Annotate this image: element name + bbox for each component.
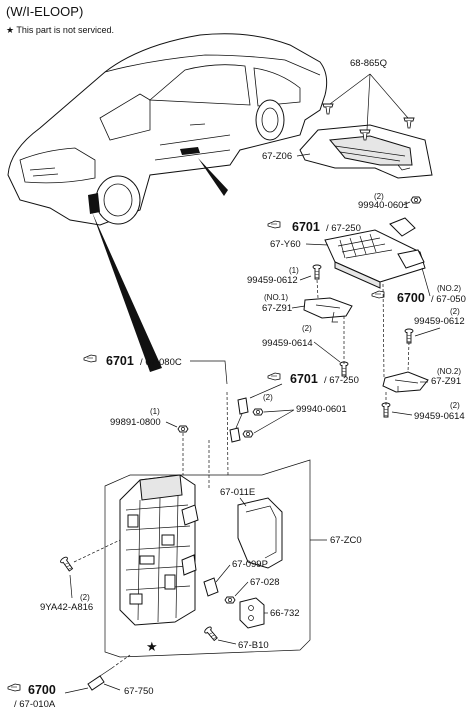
star-icon: ★ (146, 639, 158, 654)
bolt-99459-0612-right (404, 328, 414, 344)
clip-68-865Q-1 (322, 103, 334, 115)
reference-arrow-6701-mid2 (267, 372, 281, 381)
bolt-99459-0614-left (339, 361, 349, 377)
not-serviced-note-text: This part is not serviced. (16, 25, 114, 35)
terminal-connector (229, 397, 249, 443)
bolt-67-B10 (203, 625, 220, 643)
pointer-lower-to-module (92, 212, 162, 372)
bolt-99459-0614-right (381, 402, 391, 418)
tag-67-Z91-no1: (NO.1) (264, 293, 288, 302)
car-illustration (7, 33, 328, 226)
bolt-9YA42-A816 (59, 555, 75, 573)
tag-67-Z91-no2: (NO.2) (437, 367, 461, 376)
reference-arrow-6701-top (267, 220, 281, 229)
ref-6701-mid2: 6701 (290, 372, 318, 386)
label-99940-0601-mid: 99940-0601 (296, 404, 347, 415)
qty-99891-0800: (1) (150, 407, 160, 416)
nut-67-028 (224, 596, 236, 604)
label-67-750: 67-750 (124, 686, 154, 697)
diagram-title: (W/I-ELOOP) (6, 4, 84, 19)
ref-6700-right-sub: / 67-050 (431, 294, 466, 305)
label-99459-0612-right: 99459-0612 (414, 316, 465, 327)
part-67-011E-cover (237, 497, 283, 569)
part-67-099P (203, 577, 219, 597)
label-67-Y60: 67-Y60 (270, 239, 301, 250)
part-fuse-block-module (119, 474, 199, 626)
label-67-Z06: 67-Z06 (262, 151, 292, 162)
nut-99940-0601-mid-1 (252, 408, 264, 416)
label-99940-0601-top: 99940-0601 (358, 200, 409, 211)
label-66-732: 66-732 (270, 608, 300, 619)
ref-6700-bottom: 6700 (28, 683, 56, 697)
ref-6701-top-sub: / 67-250 (326, 223, 361, 234)
ref-6701-top: 6701 (292, 220, 320, 234)
ref-6701-mid-sub: / 67-080C (140, 357, 182, 368)
ref-6700-bottom-sub: / 67-010A (14, 699, 56, 710)
label-67-ZC0: 67-ZC0 (330, 535, 362, 546)
part-67-750-fuse (87, 667, 113, 691)
qty-99940-0601-top: (2) (374, 192, 384, 201)
ref-6701-mid: 6701 (106, 354, 134, 368)
bolt-99459-0612-left (312, 264, 322, 280)
qty-99940-0601-mid: (2) (263, 393, 273, 402)
label-99459-0614-right: 99459-0614 (414, 411, 465, 422)
label-67-Z91-right: 67-Z91 (431, 376, 461, 387)
tag-6700-right: (NO.2) (437, 284, 461, 293)
qty-99459-0614-right: (2) (450, 401, 460, 410)
pointer-upper-to-capacitor (198, 158, 228, 196)
module-frame (104, 459, 311, 658)
label-67-B10: 67-B10 (238, 640, 269, 651)
label-9YA42-A816: 9YA42-A816 (40, 602, 93, 613)
label-67-028: 67-028 (250, 577, 280, 588)
star-icon: ★ (6, 25, 15, 35)
ref-6700-right: 6700 (397, 291, 425, 305)
part-67-Z91-bracket-no1 (303, 297, 353, 323)
label-99891-0800: 99891-0800 (110, 417, 161, 428)
qty-99459-0614-left: (2) (302, 324, 312, 333)
label-67-Z91-left: 67-Z91 (262, 303, 292, 314)
label-67-099P: 67-099P (232, 559, 268, 570)
label-67-011E: 67-011E (220, 487, 255, 498)
nut-99891-0800 (177, 425, 189, 433)
nut-99940-0601-top (410, 196, 422, 204)
part-67-Y60-capacitor (324, 217, 426, 289)
label-68-865Q: 68-865Q (350, 58, 387, 69)
label-99459-0614-left: 99459-0614 (262, 338, 313, 349)
not-serviced-note: ★ This part is not serviced. (6, 25, 114, 36)
nut-99940-0601-mid-2 (242, 430, 254, 438)
ref-6701-mid2-sub: / 67-250 (324, 375, 359, 386)
qty-9YA42-A816: (2) (80, 593, 90, 602)
reference-arrow-6701-mid (83, 354, 97, 363)
clip-68-865Q-3 (403, 117, 415, 129)
qty-99459-0612-left: (1) (289, 266, 299, 275)
label-99459-0612-left: 99459-0612 (247, 275, 298, 286)
reference-arrow-6700-right (371, 290, 385, 299)
qty-99459-0612-right: (2) (450, 307, 460, 316)
part-66-732-connector (239, 597, 265, 629)
reference-arrow-6700-bottom (7, 683, 21, 692)
part-67-Z06-cover (299, 124, 433, 179)
